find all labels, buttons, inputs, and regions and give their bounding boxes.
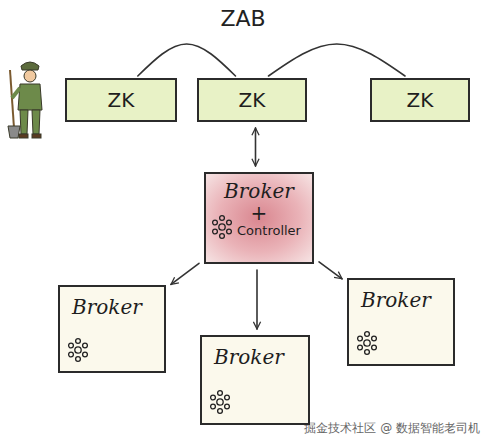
connector bbox=[255, 128, 257, 166]
connector bbox=[138, 44, 236, 76]
broker-box: Broker bbox=[58, 285, 166, 373]
connector bbox=[256, 270, 258, 329]
node-text: Controller bbox=[230, 224, 308, 238]
zookeeper-box: ZK bbox=[65, 78, 177, 122]
broker-box: Broker bbox=[200, 335, 310, 425]
kafka-icon bbox=[212, 214, 232, 240]
node-text: ZK bbox=[407, 88, 434, 112]
controller-box: Broker+Controller bbox=[204, 172, 314, 264]
connector bbox=[319, 262, 342, 279]
connector bbox=[269, 44, 406, 76]
node-text: ZK bbox=[239, 88, 266, 112]
node-text: Broker bbox=[361, 288, 445, 312]
kafka-icon bbox=[210, 389, 230, 415]
broker-box: Broker bbox=[347, 278, 455, 366]
zookeeper-box: ZK bbox=[197, 78, 307, 122]
node-text: Broker bbox=[210, 180, 308, 202]
kafka-icon bbox=[357, 330, 377, 356]
node-text: Broker bbox=[214, 345, 300, 369]
node-text: Broker bbox=[72, 295, 156, 319]
protocol-label: ZAB bbox=[0, 6, 486, 31]
connector bbox=[171, 263, 199, 284]
node-text: + bbox=[210, 202, 308, 224]
watermark: 掘金技术社区 @ 数据智能老司机 bbox=[304, 420, 480, 437]
node-text: ZK bbox=[108, 88, 135, 112]
zookeeper-box: ZK bbox=[370, 78, 470, 122]
kafka-icon bbox=[68, 337, 88, 363]
worker-figure bbox=[8, 62, 42, 138]
